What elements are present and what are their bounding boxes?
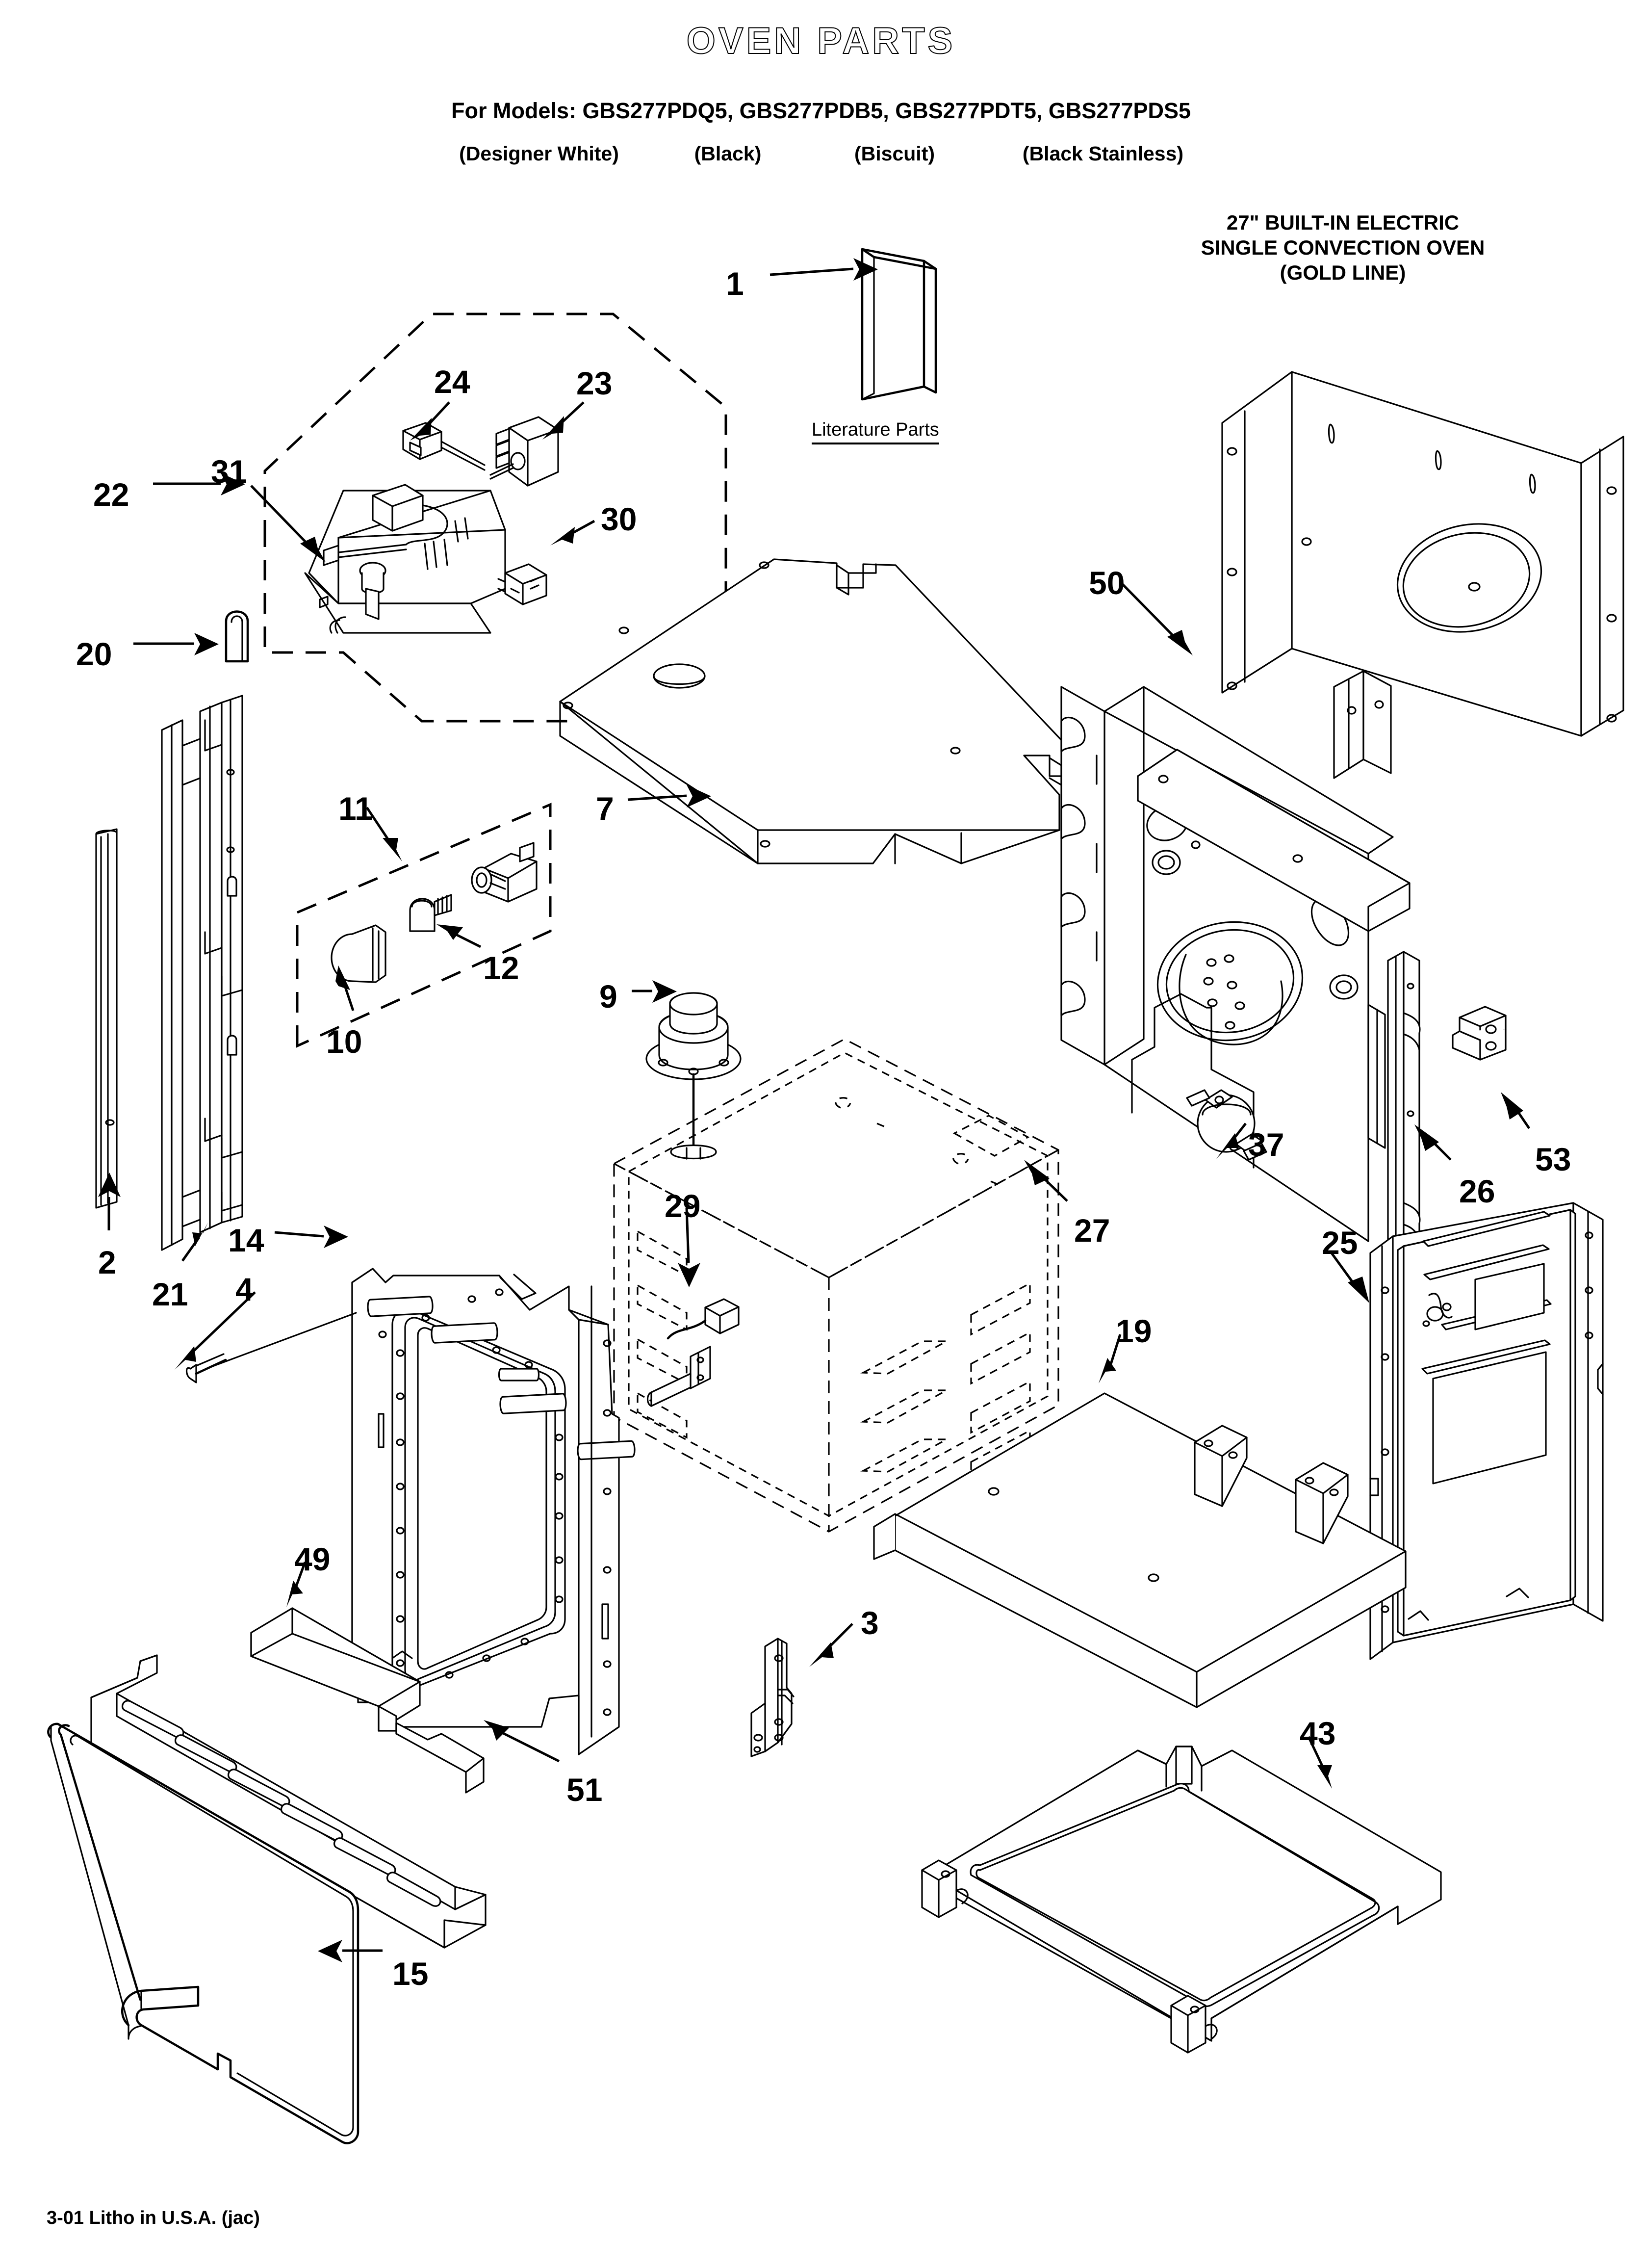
callout-7-top-panel: 7: [596, 790, 614, 827]
callout-2-trim-rod: 2: [98, 1244, 116, 1280]
color-variant-row: (Designer White) (Black) (Biscuit) (Black S…: [0, 142, 1642, 165]
lamp-parts-group-outline: [297, 805, 550, 1046]
callout-22-control-panel-assembly-group: 22: [93, 476, 129, 513]
callout-43-base-pan: 43: [1300, 1715, 1336, 1751]
callout-19-bottom-shield: 19: [1116, 1313, 1152, 1349]
part-9-blower-motor: [646, 993, 741, 1159]
callout-11-lamp-assembly-group: 11: [338, 790, 373, 827]
part-14-oven-front-frame: [352, 1269, 635, 1754]
callout-14-oven-front-frame: 14: [228, 1222, 264, 1258]
part-3-bracket: [751, 1639, 794, 1756]
color-variant-4: (Black Stainless): [1022, 142, 1184, 165]
part-24-switch: [403, 423, 485, 470]
callout-20-end-cap: 20: [76, 636, 112, 672]
part-53-clip: [1453, 1007, 1506, 1060]
product-description-line-2: SINGLE CONVECTION OVEN: [1201, 236, 1485, 260]
color-variant-1: (Designer White): [459, 142, 619, 165]
part-50-rear-panel: [1222, 372, 1623, 736]
callout-25-side-panel: 25: [1322, 1225, 1358, 1261]
callout-4-screw: 4: [235, 1271, 254, 1307]
part-21-side-trim: [162, 696, 242, 1250]
callout-31-wire-harness: 31: [211, 453, 247, 490]
callout-9-blower-motor: 9: [599, 978, 617, 1015]
part-25-side-panel: [1370, 1203, 1603, 1659]
part-30-micro-switch: [498, 564, 546, 604]
blower-support-panel: [1061, 671, 1410, 1241]
part-12-lamp-bulb: [410, 895, 451, 931]
callout-49-insulation-strip: 49: [294, 1541, 331, 1577]
callout-50-rear-panel: 50: [1089, 565, 1125, 601]
color-variant-2: (Black): [694, 142, 762, 165]
part-15-door-gasket: [48, 1724, 358, 2143]
part-19-bottom-shield: [874, 1393, 1406, 1707]
callout-29-temperature-sensor: 29: [665, 1188, 701, 1224]
footer-text: 3-01 Litho in U.S.A. (jac): [47, 2208, 260, 2228]
part-1-literature-pack: [862, 249, 936, 399]
product-description-line-3: (GOLD LINE): [1280, 261, 1406, 285]
part-31-wiring-harness: [305, 485, 505, 633]
part-2-trim-rod: [96, 829, 117, 1208]
color-variant-3: (Biscuit): [854, 142, 935, 165]
callout-26-side-rail: 26: [1459, 1173, 1495, 1209]
part-27-oven-cavity: [614, 1039, 1058, 1532]
part-49-insulation-strip: [251, 1608, 484, 1793]
callout-51-vent-trim: 51: [566, 1772, 603, 1808]
callout-23-thermostat: 23: [576, 365, 613, 401]
part-43-base-pan: [922, 1747, 1441, 2053]
part-20-end-cap: [226, 612, 248, 662]
callout-27-oven-cavity: 27: [1074, 1212, 1110, 1249]
part-29-temperature-sensor: [648, 1299, 739, 1406]
literature-parts-label: Literature Parts: [812, 419, 939, 444]
part-37-thermal-limiter: [1187, 1090, 1266, 1160]
product-description-line-1: 27" BUILT-IN ELECTRIC: [1226, 211, 1460, 234]
callout-21-side-trim: 21: [152, 1276, 188, 1312]
callout-30-micro-switch: 30: [601, 501, 637, 537]
part-11-lamp-socket: [472, 843, 537, 902]
callout-53-clip: 53: [1535, 1141, 1571, 1177]
callout-12-lamp-bulb: 12: [483, 950, 519, 986]
part-7-top-panel: [560, 559, 1087, 863]
callout-37-thermal-limiter: 37: [1248, 1126, 1284, 1163]
callout-15-door-gasket: 15: [392, 1955, 429, 1992]
part-10-lamp-lens: [332, 925, 385, 982]
callout-24-switch: 24: [434, 364, 470, 400]
leader-lines: [98, 258, 1529, 1962]
part-51-vent-trim: [91, 1655, 486, 1948]
models-line: For Models: GBS277PDQ5, GBS277PDB5, GBS2…: [451, 98, 1191, 123]
part-23-thermostat: [490, 417, 558, 486]
product-description: 27" BUILT-IN ELECTRIC SINGLE CONVECTION …: [1152, 210, 1534, 286]
page-title: OVEN PARTS: [686, 20, 956, 62]
callout-1-literature-pack: 1: [726, 265, 744, 302]
callout-3-bracket: 3: [861, 1605, 879, 1641]
callout-10-lamp-lens: 10: [326, 1023, 362, 1060]
